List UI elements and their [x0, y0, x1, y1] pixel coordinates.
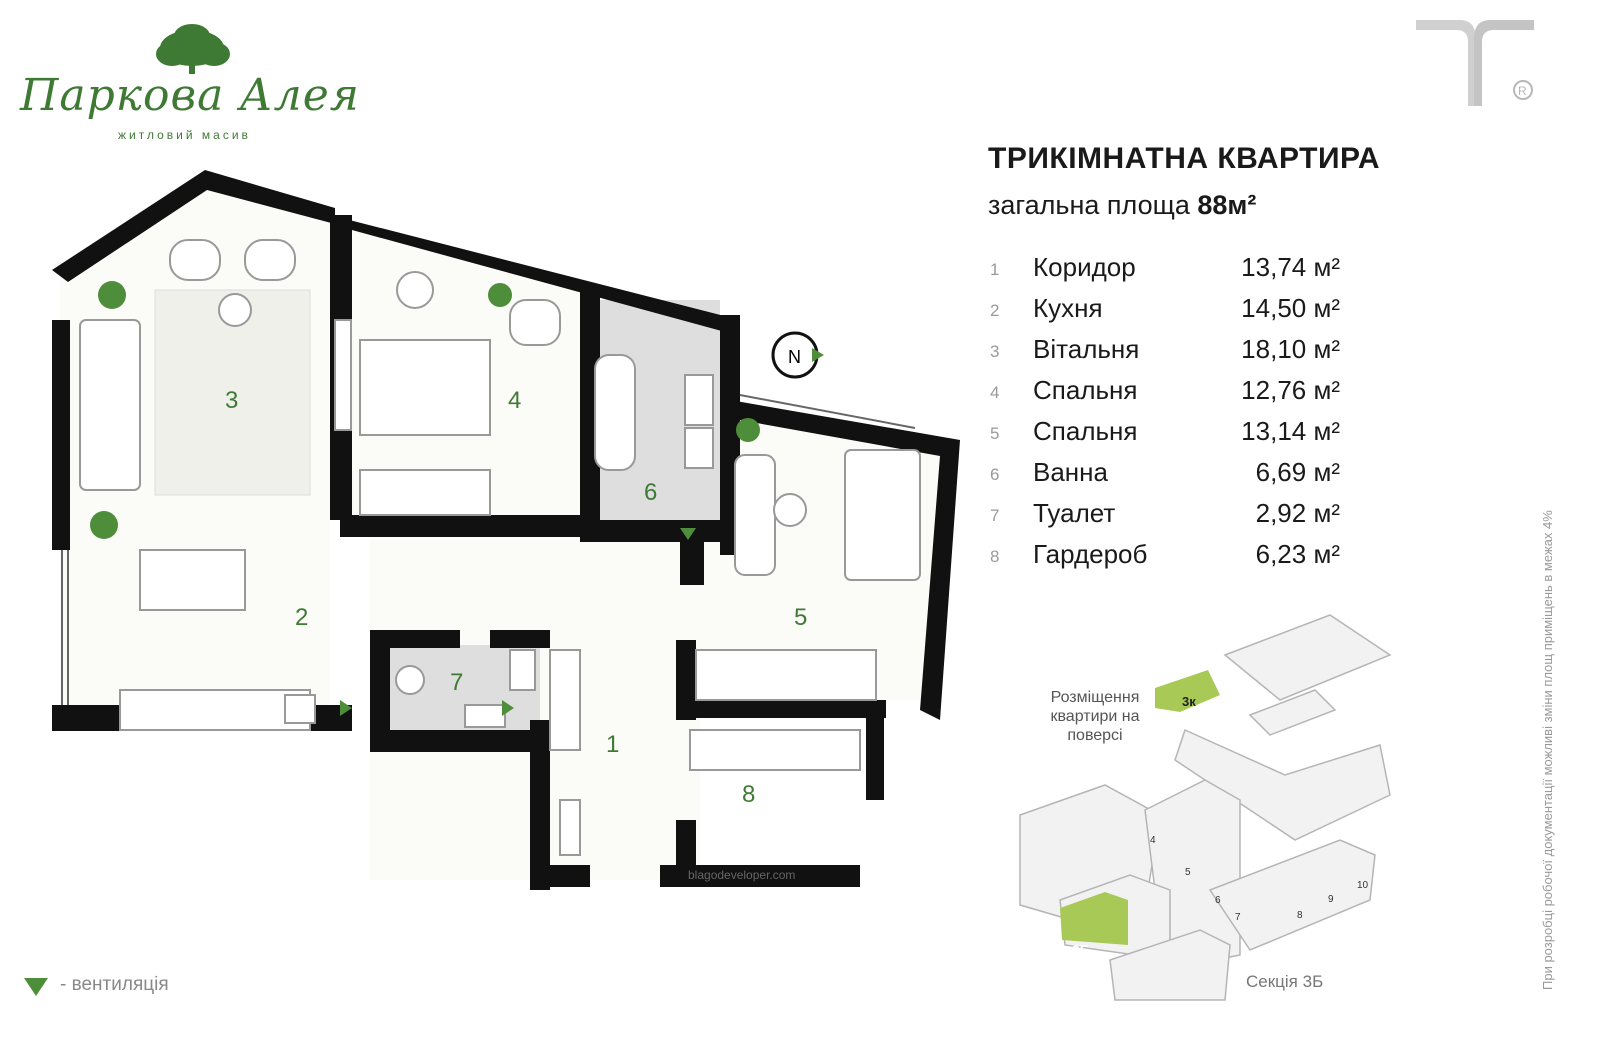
section-label: Секція 3Б — [1246, 972, 1324, 991]
room-number-5: 5 — [794, 604, 807, 631]
room-area: 13,14 м² — [1241, 416, 1340, 446]
room-row: 1 Коридор 13,74 м² — [990, 248, 1350, 289]
north-compass-icon — [771, 331, 824, 379]
total-area-label: загальна площа — [988, 190, 1190, 220]
developer-logo-icon: R — [1416, 20, 1534, 106]
room-number: 2 — [990, 301, 1000, 320]
room-area: 2,92 м² — [1255, 498, 1340, 528]
room-number: 8 — [990, 547, 1000, 566]
svg-text:10: 10 — [1357, 880, 1369, 891]
room-row: 3 Вітальня 18,10 м² — [990, 330, 1350, 371]
room-number-7: 7 — [450, 669, 463, 696]
room-name: Коридор — [1033, 252, 1136, 282]
room-area: 6,69 м² — [1255, 457, 1340, 487]
room-row: 8 Гардероб 6,23 м² — [990, 535, 1350, 576]
room-area: 14,50 м² — [1241, 293, 1340, 323]
total-area: загальна площа 88м² — [988, 190, 1256, 221]
room-number-8: 8 — [742, 781, 755, 808]
room-number: 3 — [990, 342, 1000, 361]
svg-text:8: 8 — [1297, 910, 1303, 921]
room-area: 12,76 м² — [1241, 375, 1340, 405]
room-list: 1 Коридор 13,74 м² 2 Кухня 14,50 м² 3 Ві… — [990, 248, 1350, 576]
logo-tagline: житловий масив — [118, 128, 251, 142]
apartment-tag: 3к — [1182, 694, 1196, 709]
room-name: Гардероб — [1033, 539, 1148, 569]
room-area: 13,74 м² — [1241, 252, 1340, 282]
ventilation-triangle-icon — [24, 978, 48, 996]
room-name: Кухня — [1033, 293, 1103, 323]
side-disclaimer: При розробці робочої документації можлив… — [1540, 510, 1555, 990]
room-row: 5 Спальня 13,14 м² — [990, 412, 1350, 453]
room-area: 18,10 м² — [1241, 334, 1340, 364]
room-row: 7 Туалет 2,92 м² — [990, 494, 1350, 535]
room-name: Спальня — [1033, 375, 1138, 405]
compass-label: N — [788, 347, 801, 367]
placement-label: Розміщення квартири на поверсі — [1050, 689, 1140, 744]
svg-text:4: 4 — [1150, 835, 1156, 846]
room-name: Вітальня — [1033, 334, 1140, 364]
room-number-6: 6 — [644, 479, 657, 506]
room-area: 6,23 м² — [1255, 539, 1340, 569]
room-number-1: 1 — [606, 731, 619, 758]
ventilation-marks — [340, 528, 696, 716]
apartment-title: ТРИКІМНАТНА КВАРТИРА — [988, 142, 1381, 175]
room-number-4: 4 — [508, 387, 521, 414]
apartment-highlight — [1155, 670, 1220, 712]
svg-text:6: 6 — [1215, 895, 1221, 906]
furniture — [79, 239, 921, 856]
section-tag: 3Б — [1072, 942, 1090, 958]
ventilation-legend-text: - вентиляція — [60, 974, 169, 995]
room-row: 4 Спальня 12,76 м² — [990, 371, 1350, 412]
windows — [61, 394, 916, 705]
svg-text:5: 5 — [1185, 867, 1191, 878]
tree-logo-icon — [156, 24, 230, 74]
room-number: 7 — [990, 506, 1000, 525]
room-number: 1 — [990, 260, 1000, 279]
room-number-2: 2 — [295, 604, 308, 631]
room-row: 6 Ванна 6,69 м² — [990, 453, 1350, 494]
svg-text:R: R — [1518, 84, 1527, 98]
section-highlight — [1060, 892, 1128, 945]
room-number: 4 — [990, 383, 1000, 402]
room-name: Ванна — [1033, 457, 1108, 487]
room-number-3: 3 — [225, 387, 238, 414]
svg-text:9: 9 — [1328, 894, 1334, 905]
building-numbers: 4 5 6 7 8 9 10 — [1150, 835, 1369, 923]
logo-name: Паркова Алея — [20, 70, 360, 121]
room-number: 6 — [990, 465, 1000, 484]
room-name: Туалет — [1033, 498, 1116, 528]
total-area-value: 88м² — [1197, 190, 1257, 220]
website-label: blagodeveloper.com — [688, 868, 796, 882]
room-row: 2 Кухня 14,50 м² — [990, 289, 1350, 330]
key-plan: 3к 3Б 4 5 6 7 8 9 10 — [1019, 614, 1392, 1001]
floor-plan: N 3 4 6 2 5 7 1 8 — [52, 170, 960, 890]
room-number: 5 — [990, 424, 1000, 443]
svg-text:7: 7 — [1235, 912, 1241, 923]
plant-icons — [90, 281, 760, 539]
room-name: Спальня — [1033, 416, 1138, 446]
